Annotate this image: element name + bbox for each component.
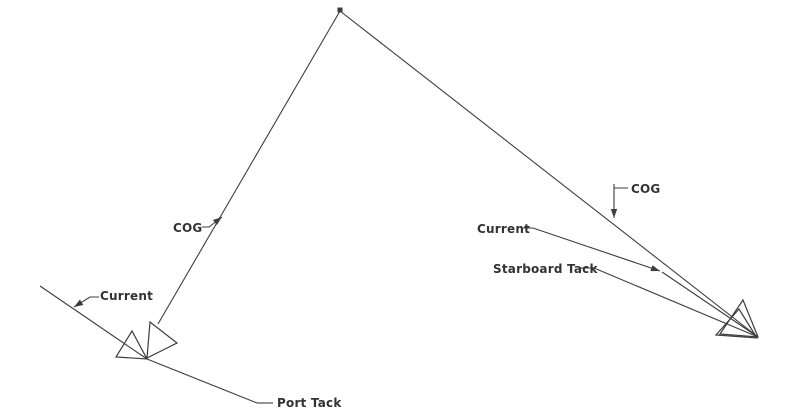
label-starboard-current: Current (477, 222, 530, 236)
port-tack-line (146, 358, 258, 404)
starboard-current-leader-arrowhead (650, 265, 660, 272)
cog-origin-dot (337, 7, 343, 13)
port-boat-sail-triangle (146, 320, 179, 360)
port-current-line (39, 285, 148, 360)
port-boat-hull-triangle (114, 329, 149, 360)
label-starboard-cog: COG (631, 182, 660, 196)
port-current-leader-arrowhead (74, 299, 84, 307)
starboard-cog-leader-arrowhead (610, 209, 618, 218)
label-port-current: Current (100, 289, 153, 303)
label-port-tack: Port Tack (277, 396, 342, 410)
port-cog-leader-arrowhead (212, 217, 222, 226)
label-starboard-tack: Starboard Tack (493, 262, 598, 276)
port-cog-line (157, 10, 341, 325)
starboard-cog-line (339, 10, 759, 338)
label-port-cog: COG (173, 221, 202, 235)
starboard-cog-leader (613, 184, 628, 218)
starboard-current-line (661, 271, 759, 338)
starboard-current-leader (521, 227, 661, 272)
starboard-tack-line (593, 267, 759, 338)
starboard-boat-inner-triangle (714, 307, 759, 339)
